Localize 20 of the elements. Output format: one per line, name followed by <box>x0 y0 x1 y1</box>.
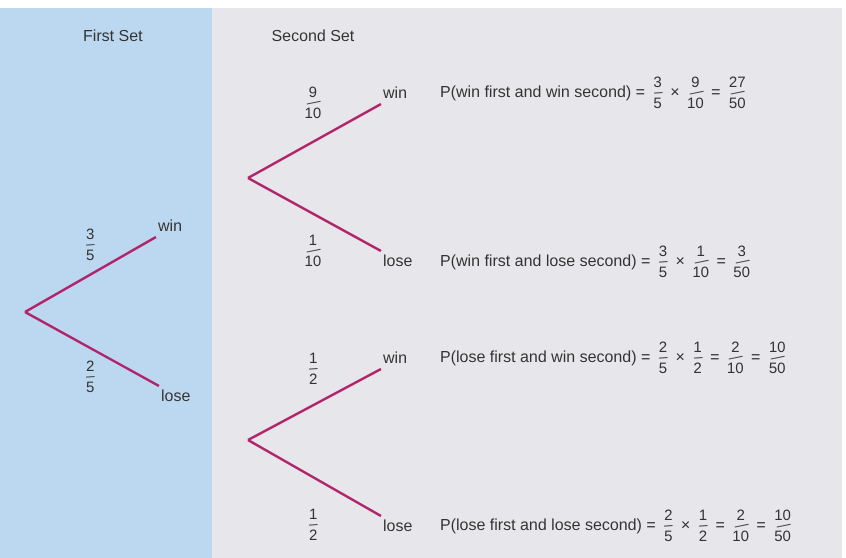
probability-fraction: 1/2 <box>306 350 322 388</box>
tree-branch <box>247 368 382 442</box>
tree-branch <box>24 236 157 314</box>
probability-fraction: 9/10 <box>302 84 324 122</box>
outcome-label: win <box>381 348 410 369</box>
outcome-label: win <box>381 83 410 104</box>
tree-branch <box>247 102 382 180</box>
probability-fraction: 3/5 <box>82 226 98 264</box>
probability-fraction: 1/2 <box>306 506 322 544</box>
probability-fraction: 2/5 <box>82 358 98 396</box>
outcome-label: lose <box>159 386 192 407</box>
tree-branch <box>247 438 382 518</box>
outcome-label: lose <box>381 516 414 537</box>
column-heading: Second Set <box>272 28 354 46</box>
outcome-label: lose <box>381 251 414 272</box>
probability-fraction: 1/10 <box>302 232 324 270</box>
tree-branch <box>247 176 382 252</box>
tree-branch <box>24 310 160 388</box>
outcome-label: win <box>156 216 184 237</box>
column-heading: First Set <box>83 28 143 46</box>
